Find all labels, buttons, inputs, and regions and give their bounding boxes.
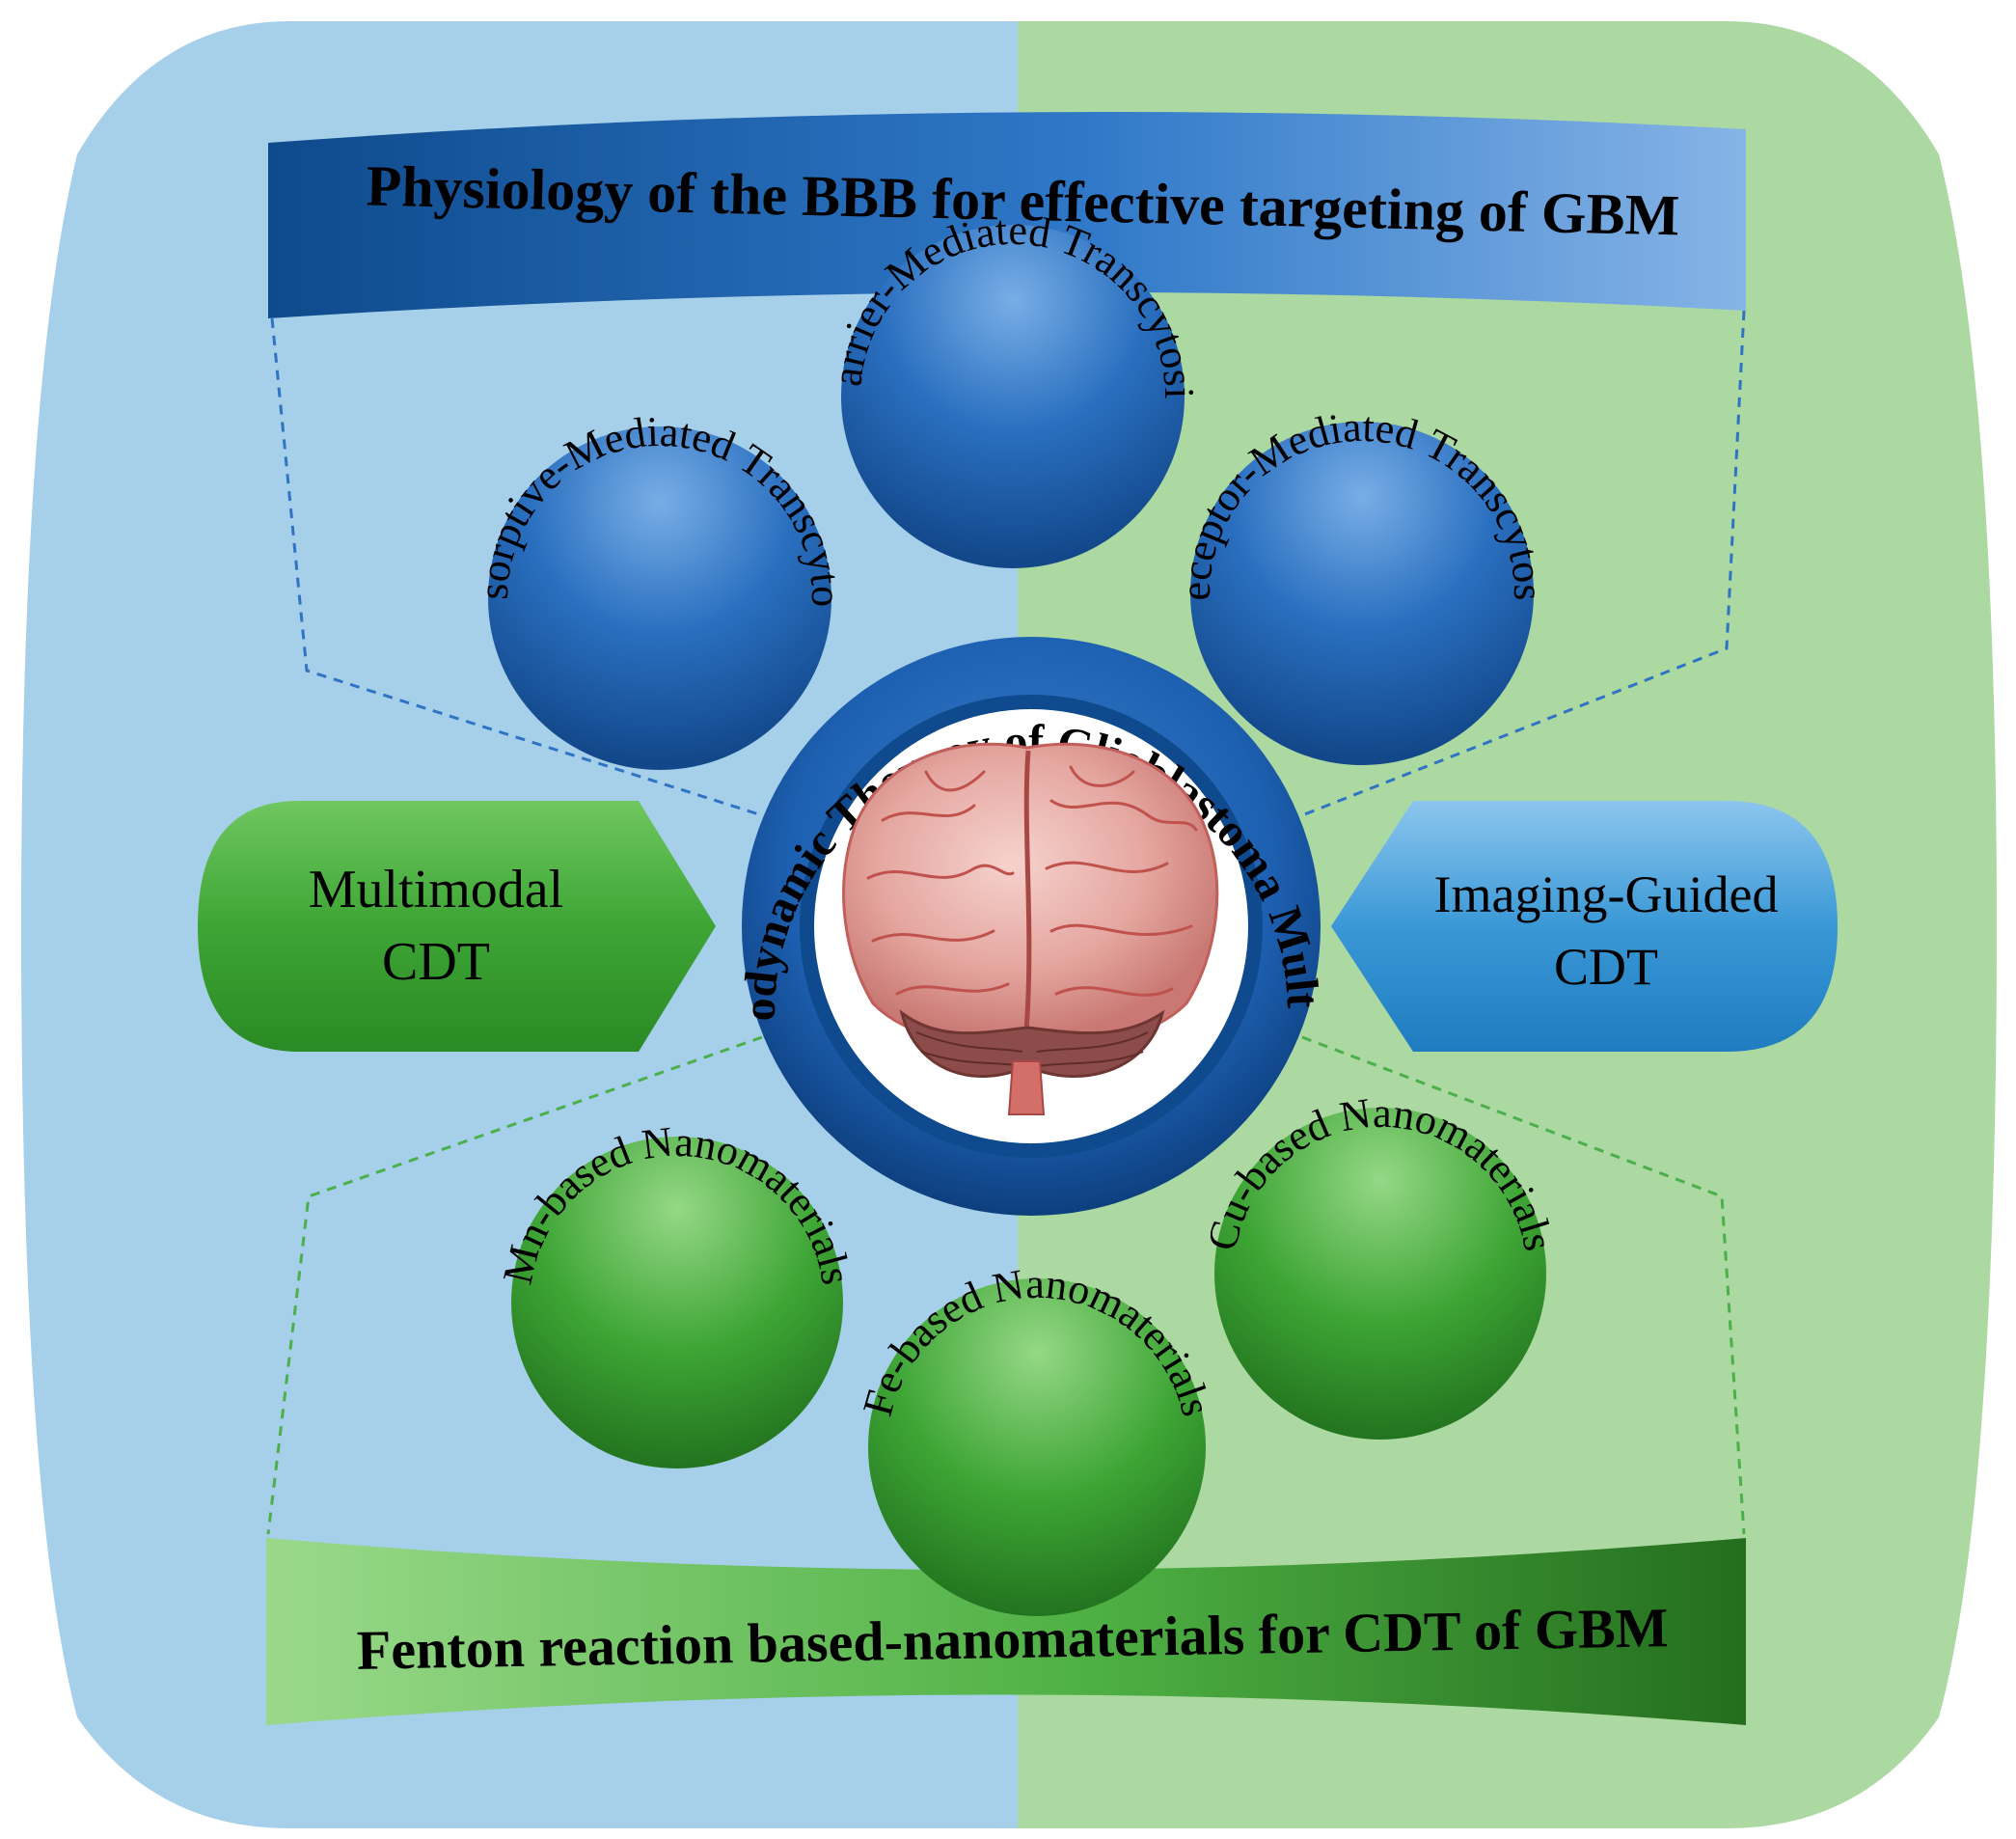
brain-midline [1023, 750, 1032, 1031]
bottom-dashed-connectors [266, 1035, 1746, 1535]
blue-circle-shape [488, 426, 831, 770]
top-left-dashed-line [270, 317, 763, 817]
right-arrow-imaging-guided: Imaging-Guided CDT [1331, 801, 1838, 1052]
blue-circle-shape [841, 225, 1185, 568]
left-arrow-multimodal: Multimodal CDT [198, 801, 716, 1052]
right-arrow-line2: CDT [1554, 938, 1658, 996]
top-right-dashed-line [1301, 310, 1746, 817]
left-arrow-line1: Multimodal [309, 860, 563, 920]
green-circle-shape [1214, 1108, 1546, 1440]
left-arrow-line2: CDT [382, 932, 490, 992]
bottom-left-dashed-line [266, 1035, 763, 1535]
right-arrow-shape [1331, 801, 1838, 1052]
bottom-banner-shape [266, 1538, 1746, 1725]
brain-cerebellum-folds [915, 1031, 1149, 1067]
green-circle-fe: Fe-based Nanomaterials [854, 1260, 1220, 1616]
green-circle-shape [868, 1278, 1206, 1616]
green-circle-mn: Mn-based Nanomaterials [494, 1118, 860, 1468]
top-dashed-connectors [270, 310, 1746, 817]
left-arrow-shape [198, 801, 716, 1052]
right-arrow-line1: Imaging-Guided [1434, 865, 1779, 923]
green-circle-shape [511, 1137, 843, 1468]
brain-cerebellum [899, 1009, 1165, 1079]
top-banner-shape [268, 112, 1746, 318]
bottom-banner: Fenton reaction based-nanomaterials for … [266, 1538, 1746, 1725]
brain-stem [1007, 1060, 1046, 1115]
brain-image [842, 742, 1219, 1115]
brain-gyri [866, 765, 1198, 997]
blue-circle-shape [1190, 422, 1534, 765]
top-banner: Physiology of the BBB for effective targ… [268, 112, 1746, 318]
